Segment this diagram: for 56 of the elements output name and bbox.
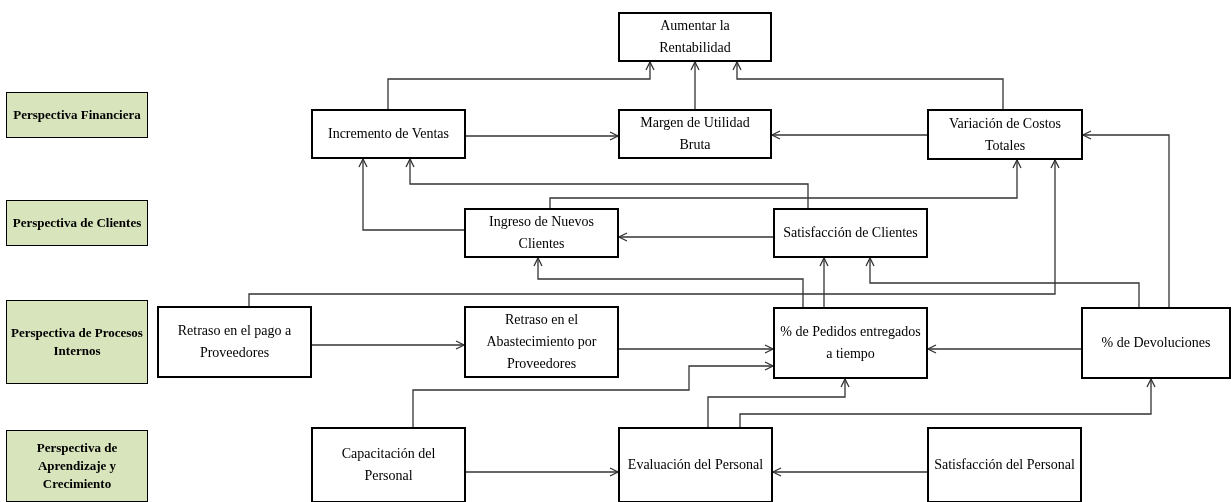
indicator-name: % de Devoluciones [1101,334,1211,352]
indicator-name: % de Pedidos entregados a tiempo [779,323,922,363]
indicator-box [773,208,928,258]
arrow [358,158,465,231]
perspective-label-box [6,92,148,138]
arrow [533,257,804,308]
arrow [549,159,1022,209]
arrow [1082,130,1170,308]
indicator-name: Margen de Utilidad Bruta [639,114,751,154]
indicator-box [464,208,619,258]
arrow [707,378,850,428]
perspective-label-box [6,430,148,502]
arrow [618,232,774,242]
arrow [819,257,829,308]
arrow [387,61,655,110]
arrow [465,467,619,477]
indicator-box [1081,307,1231,379]
indicator-name: Variación de Costos Totales [948,114,1062,155]
arrow [618,344,774,354]
arrow [465,131,619,141]
arrow [248,159,1060,307]
indicator-box [618,12,772,62]
arrow [405,158,809,209]
indicator-name: Retraso en el Abastecimiento por Proveedores [485,311,598,373]
perspective-title: Perspectiva Financiera [13,106,141,124]
arrow [311,340,465,350]
indicator-box [311,427,466,502]
arrow [732,61,1004,110]
indicator-name: Aumentar la Rentabilidad [658,17,732,57]
indicator-box [773,307,928,379]
indicator-box [311,109,466,159]
indicator-box [464,306,619,378]
arrow [771,130,928,140]
perspective-title: Perspectiva de Clientes [12,214,142,232]
indicator-box [157,306,312,378]
arrow [739,378,1156,428]
indicator-name: Retraso en el pago a Proveedores [176,322,293,362]
perspective-title: Perspectiva de Aprendizaje y Crecimiento [35,439,119,493]
perspective-label-box [6,300,148,384]
arrow [865,257,1140,308]
indicator-name: Ingreso de Nuevos Clientes [488,213,595,253]
indicator-name: Incremento de Ventas [328,125,449,143]
indicator-name: Capacitación del Personal [340,445,437,485]
indicator-name: Evaluación del Personal [627,456,764,474]
arrow [927,344,1082,354]
indicator-name: Satisfacción del Personal [934,456,1075,474]
arrow [690,61,700,110]
indicator-name: Satisfacción de Clientes [783,224,918,242]
indicator-box [927,109,1083,160]
perspective-label-box [6,200,148,246]
indicator-box [618,427,773,502]
indicator-box [927,427,1082,502]
arrow [412,361,774,428]
indicator-box [618,109,772,159]
arrow [772,467,928,477]
perspective-title: Perspectiva de Procesos Internos [11,324,143,360]
